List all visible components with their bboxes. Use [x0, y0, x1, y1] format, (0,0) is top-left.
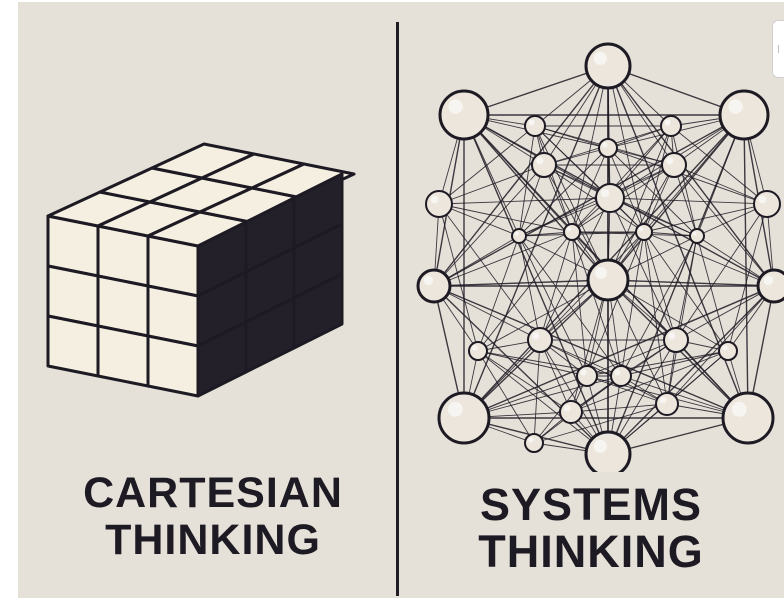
node-highlight [424, 276, 434, 286]
network-node [611, 366, 631, 386]
network-node [512, 229, 526, 243]
network-node [439, 393, 489, 443]
cartesian-caption: CARTESIAN THINKING [38, 472, 388, 562]
node-highlight [660, 397, 667, 404]
systems-caption-line2: THINKING [441, 529, 741, 574]
network-node [596, 184, 624, 212]
node-highlight [448, 99, 462, 113]
network-edge [608, 115, 744, 280]
node-highlight [564, 405, 571, 412]
network-node [661, 116, 681, 136]
network-node [719, 342, 737, 360]
network-illustration [381, 2, 784, 472]
network-node [525, 116, 545, 136]
systems-caption-line1: SYSTEMS [441, 482, 741, 527]
node-highlight [722, 345, 727, 350]
network-node [599, 139, 617, 157]
node-highlight [581, 370, 587, 376]
network-node [723, 393, 773, 443]
network-node [664, 328, 688, 352]
network-edge [608, 280, 774, 286]
node-highlight [759, 196, 767, 204]
cartesian-caption-line1: CARTESIAN [38, 472, 388, 515]
systems-panel: SYSTEMS THINKING [381, 2, 784, 598]
node-highlight [639, 227, 644, 232]
node-highlight [666, 157, 673, 164]
cartesian-panel: CARTESIAN THINKING [18, 2, 378, 598]
network-node [758, 270, 784, 302]
node-highlight [594, 52, 607, 65]
node-highlight [732, 402, 747, 417]
network-edge [644, 204, 767, 232]
network-node [469, 342, 487, 360]
node-highlight [532, 332, 539, 339]
network-node [426, 191, 452, 217]
network-nodes [418, 44, 784, 472]
network-node [564, 224, 580, 240]
node-highlight [602, 142, 607, 147]
cartesian-caption-line2: THINKING [38, 519, 388, 562]
network-node [560, 401, 582, 423]
side-scroll-tab[interactable] [772, 20, 784, 78]
grid-cube-illustration [18, 2, 378, 442]
cube-front-cell [148, 336, 198, 396]
node-highlight [764, 276, 774, 286]
network-edge [434, 165, 544, 286]
network-node [662, 153, 686, 177]
node-highlight [668, 332, 675, 339]
network-node [754, 191, 780, 217]
node-highlight [448, 402, 463, 417]
illustration-poster: CARTESIAN THINKING SYSTEMS THINKING [18, 2, 784, 598]
network-edge [478, 232, 572, 351]
node-highlight [536, 157, 543, 164]
network-node [440, 91, 488, 139]
cube-front-cell [48, 316, 98, 376]
node-highlight [431, 196, 439, 204]
node-highlight [728, 99, 742, 113]
node-highlight [567, 227, 572, 232]
systems-caption: SYSTEMS THINKING [441, 482, 741, 574]
node-highlight [692, 231, 696, 235]
node-highlight [615, 370, 621, 376]
node-highlight [665, 120, 671, 126]
network-edge [434, 286, 540, 340]
node-highlight [529, 120, 535, 126]
network-node [532, 153, 556, 177]
node-highlight [472, 345, 477, 350]
node-highlight [595, 267, 607, 279]
network-edge [478, 351, 621, 376]
network-node [577, 366, 597, 386]
node-highlight [601, 189, 609, 197]
cube-front-cell [98, 326, 148, 386]
network-node [636, 224, 652, 240]
network-node [656, 393, 678, 415]
network-node [525, 434, 543, 452]
network-node [418, 270, 450, 302]
network-node [586, 432, 630, 472]
node-highlight [514, 231, 518, 235]
node-highlight [594, 440, 607, 453]
network-node [690, 229, 704, 243]
network-node [588, 260, 628, 300]
network-node [586, 44, 630, 88]
network-node [720, 91, 768, 139]
network-node [528, 328, 552, 352]
node-highlight [528, 437, 533, 442]
